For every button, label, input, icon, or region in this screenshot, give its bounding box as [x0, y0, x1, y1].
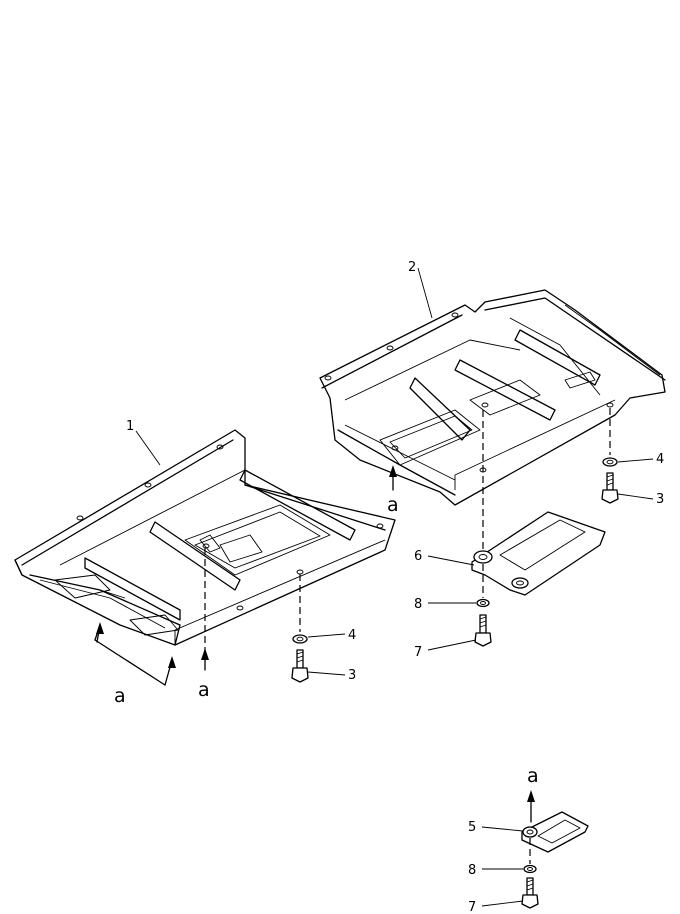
callout-4-right: 4: [656, 452, 664, 467]
cover-plate-detail: [521, 811, 589, 853]
callout-3-right: 3: [656, 492, 664, 507]
callout-3-left: 3: [348, 668, 356, 683]
callout-8-upper: 8: [414, 597, 422, 612]
view-letter-a-detail: a: [527, 765, 539, 787]
leader-6: [427, 555, 475, 566]
leader-1: [135, 430, 161, 466]
callout-2: 2: [408, 260, 416, 275]
bolt-3-left: [291, 649, 309, 683]
leader-5: [481, 826, 524, 832]
view-letter-a-left: a: [114, 685, 126, 707]
callout-7-upper: 7: [414, 645, 422, 660]
callout-8-detail: 8: [468, 863, 476, 878]
washer-8-detail: [523, 864, 537, 874]
under-cover-left: [14, 429, 396, 650]
cover-plate-6: [471, 511, 606, 596]
view-letter-a-right-cover: a: [387, 494, 399, 516]
view-arrows-left: [94, 622, 209, 686]
washer-4-right: [602, 457, 618, 467]
bolt-3-right: [601, 472, 619, 504]
callout-4-left: 4: [348, 628, 356, 643]
view-letter-a-mid: a: [198, 679, 210, 701]
callout-5: 5: [468, 820, 476, 835]
callout-7-detail: 7: [468, 900, 476, 914]
washer-4-left: [292, 634, 308, 644]
under-cover-right: [319, 289, 666, 552]
bolt-7-upper: [474, 614, 492, 647]
bolt-7-detail: [521, 877, 539, 909]
washer-8-upper: [476, 598, 490, 608]
callout-1: 1: [126, 419, 134, 434]
leader-2: [417, 267, 433, 319]
callout-6: 6: [414, 549, 422, 564]
